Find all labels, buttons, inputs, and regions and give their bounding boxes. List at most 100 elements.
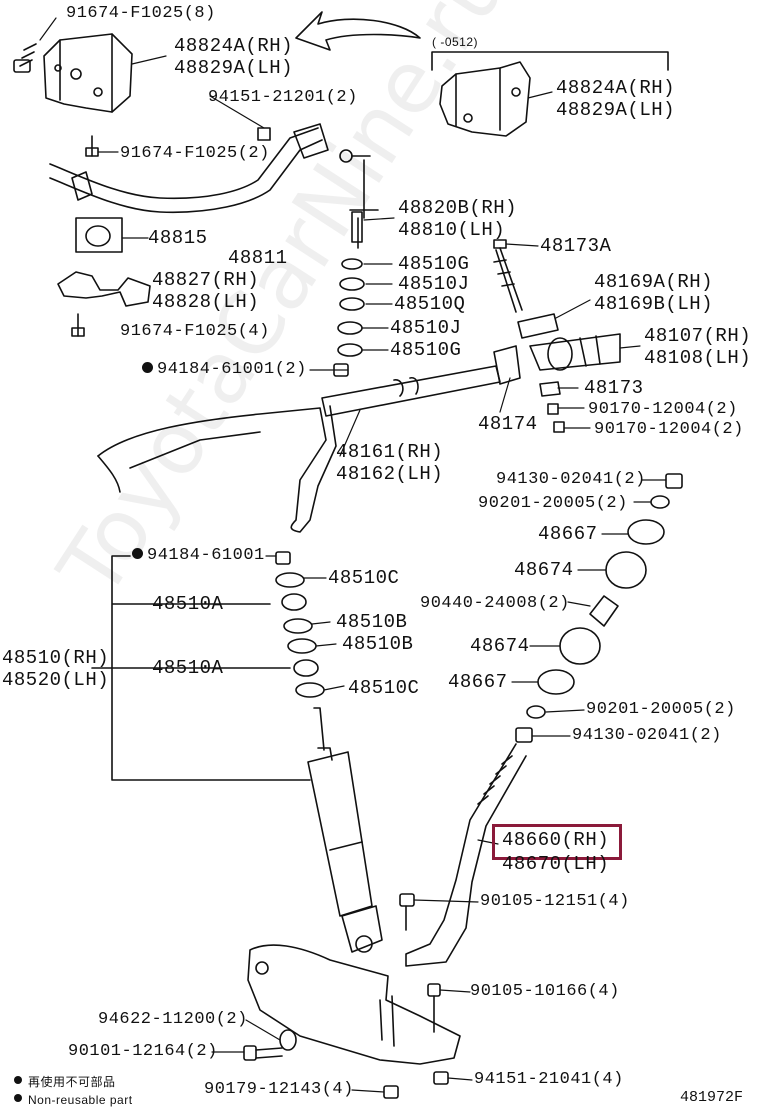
- bushing-48815-part: [75, 217, 123, 253]
- label-48667-b: 48667: [448, 671, 508, 693]
- label-90170-12004-b: 90170-12004(2): [594, 420, 744, 439]
- label-48510j: 48510J: [398, 273, 470, 295]
- label-91674-f1025-4: 91674-F1025(4): [120, 322, 270, 341]
- bolt-90105-part: [399, 893, 415, 907]
- label-48510b-b: 48510B: [342, 633, 414, 655]
- bushing-48510a-b-part: [293, 659, 319, 677]
- washer-48667-b-part: [537, 669, 575, 695]
- date-range-bracket: [431, 51, 669, 71]
- washer-48667-part: [627, 519, 665, 545]
- label-48108-lh: 48108(LH): [644, 347, 752, 369]
- label-48510j-b: 48510J: [390, 317, 462, 339]
- label-90101-12164: 90101-12164(2): [68, 1042, 218, 1061]
- label-94151-21201: 94151-21201(2): [208, 88, 358, 107]
- bracket-48827-part: [57, 271, 151, 307]
- label-48510c-b: 48510C: [348, 677, 420, 699]
- nut-94130-b-part: [515, 727, 533, 743]
- washer-48510b-part: [283, 618, 313, 634]
- nut-94151-part: [433, 1071, 449, 1085]
- bolt-91674-low-part: [71, 313, 85, 337]
- label-94184-61001: 94184-61001: [132, 546, 265, 566]
- bolt-90101-part: [243, 1045, 283, 1061]
- label-48824a-rh-alt: 48824A(RH): [556, 77, 676, 99]
- label-48828-lh: 48828(LH): [152, 291, 260, 313]
- label-48510q: 48510Q: [394, 293, 466, 315]
- label-48811: 48811: [228, 247, 288, 269]
- label-48674-a: 48674: [514, 559, 574, 581]
- bushing-48674-part: [605, 551, 647, 589]
- collar-90440-part: [589, 595, 619, 627]
- stabilizer-link-48820b-part: [339, 149, 379, 249]
- label-48510c-a: 48510C: [328, 567, 400, 589]
- label-94622-11200: 94622-11200(2): [98, 1010, 248, 1029]
- label-48173: 48173: [584, 377, 644, 399]
- label-48510-rh: 48510(RH): [2, 647, 110, 669]
- bushing-48510a-part: [281, 593, 307, 611]
- label-94151-21041: 94151-21041(4): [474, 1070, 624, 1089]
- label-48827-rh: 48827(RH): [152, 269, 260, 291]
- label-48162-lh: 48162(LH): [336, 463, 444, 485]
- figure-id: 481972F: [680, 1089, 744, 1106]
- label-48674-b: 48674: [470, 635, 530, 657]
- label-48510a-b: 48510A: [152, 657, 224, 679]
- group-bracket-48510: [91, 555, 311, 781]
- bracket-48824a-part: [43, 33, 133, 113]
- label-94184-61001-2-text: 94184-61001(2): [157, 360, 307, 379]
- washer-48510g-part: [341, 258, 363, 270]
- non-reusable-dot-icon: [142, 362, 153, 373]
- bushing-48510j-part: [339, 277, 365, 291]
- bolt-91674-mid-part: [85, 135, 99, 157]
- label-91674-f1025-2: 91674-F1025(2): [120, 144, 270, 163]
- plate-48173-part: [539, 381, 561, 397]
- label-48173a: 48173A: [540, 235, 612, 257]
- bushing-48510j-b-part: [337, 321, 363, 335]
- bracket-48824a-alt-part: [439, 61, 531, 137]
- washer-48510q-part: [339, 297, 365, 311]
- label-48810-lh: 48810(LH): [398, 219, 506, 241]
- plate-48174-part: [493, 345, 521, 385]
- bolt-48173a-part: [493, 239, 523, 313]
- label-48510a-a: 48510A: [152, 593, 224, 615]
- label-48660-rh: 48660(RH): [502, 829, 610, 851]
- legend-line-1: 再使用不可部品: [28, 1075, 116, 1089]
- label-date-range: ( -0512): [432, 35, 479, 49]
- stabilizer-bar-48811-part: [49, 123, 329, 214]
- label-48107-rh: 48107(RH): [644, 325, 752, 347]
- washer-94622-part: [279, 1029, 297, 1051]
- label-48670-lh: 48670(LH): [502, 853, 610, 875]
- washer-48510c-part: [275, 572, 305, 588]
- label-48820b-rh: 48820B(RH): [398, 197, 518, 219]
- highlight-48660-rh: [492, 824, 622, 860]
- legend-dot-icon: [14, 1076, 22, 1084]
- washer-90201-part: [650, 495, 670, 509]
- bushing-48107-part: [529, 333, 621, 371]
- shaft-48161-part: [321, 365, 501, 417]
- bolt-94151-part: [257, 127, 271, 141]
- strut-rod-threads: [477, 755, 513, 805]
- label-90201-20005-b: 90201-20005(2): [586, 700, 736, 719]
- label-48510g-b: 48510G: [390, 339, 462, 361]
- label-48510b-a: 48510B: [336, 611, 408, 633]
- label-91674-f1025-8: 91674-F1025(8): [66, 4, 216, 23]
- label-48510g: 48510G: [398, 253, 470, 275]
- label-94184-61001-text: 94184-61001: [147, 546, 265, 565]
- nut-94184-b-part: [275, 551, 291, 565]
- plate-48169a-part: [517, 313, 559, 339]
- bolt-90105-b-part: [427, 983, 441, 997]
- label-90105-12151: 90105-12151(4): [480, 892, 630, 911]
- label-48829a-lh-alt: 48829A(LH): [556, 99, 676, 121]
- lower-arm-part: [247, 944, 461, 1065]
- nut-94130-part: [665, 473, 683, 489]
- legend-dot-icon: [14, 1094, 22, 1102]
- bolt-91674-part: [13, 43, 37, 73]
- label-94130-02041-a: 94130-02041(2): [496, 470, 646, 489]
- strut-rod-48660-part: [405, 743, 527, 967]
- washer-48510g-b-part: [337, 343, 363, 357]
- label-48520-lh: 48520(LH): [2, 669, 110, 691]
- label-90201-20005-a: 90201-20005(2): [478, 494, 628, 513]
- washer-48510b-b-part: [287, 638, 317, 654]
- label-48169b-lh: 48169B(LH): [594, 293, 714, 315]
- upper-arm-part: [97, 405, 337, 533]
- direction-arrow: [295, 11, 421, 51]
